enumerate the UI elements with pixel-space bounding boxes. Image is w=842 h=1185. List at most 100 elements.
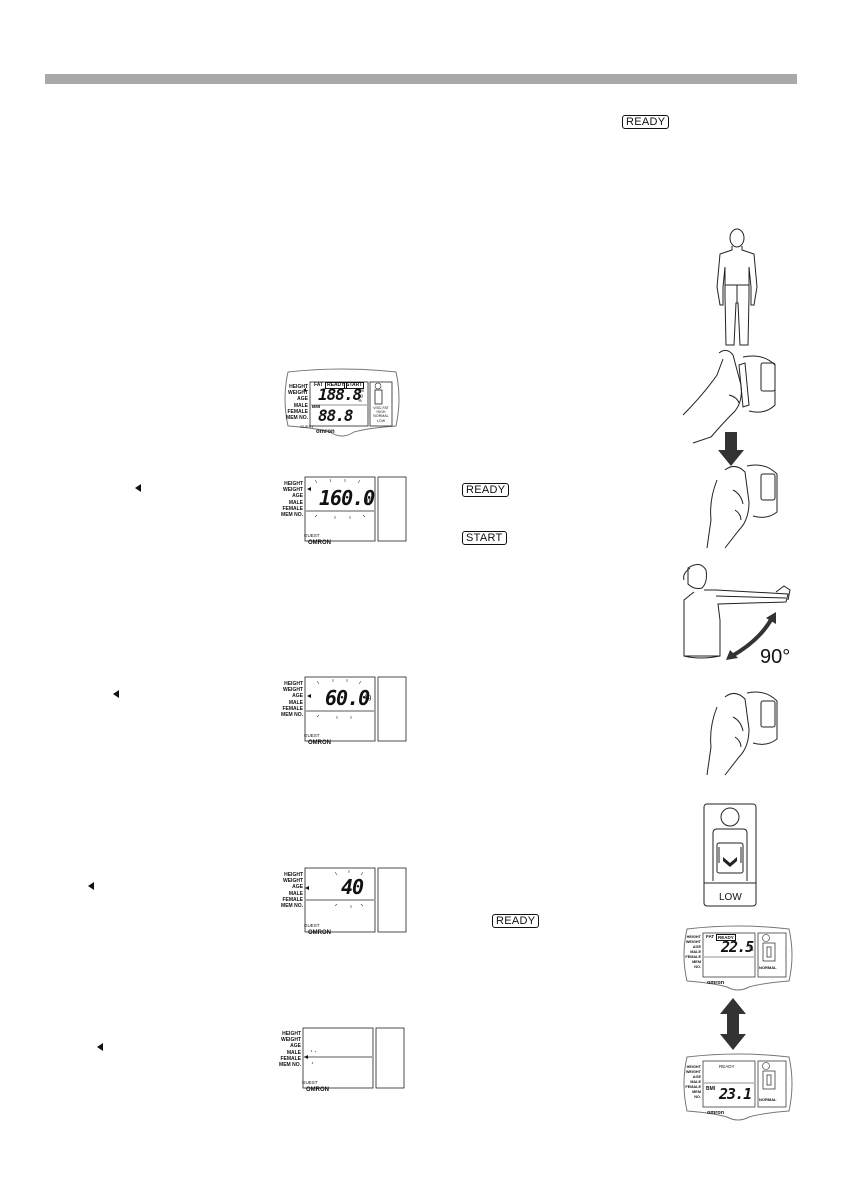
height-unit: cm <box>364 498 372 504</box>
standing-person-illustration <box>712 227 762 347</box>
section-header-bar <box>45 74 797 84</box>
ready-button-label: READY <box>622 115 670 129</box>
side-label: FEMALE <box>282 705 303 712</box>
normal-label: NORMAL <box>759 965 777 970</box>
side-label: WEIGHT <box>288 390 308 397</box>
low-label: LOW <box>719 892 742 903</box>
lcd-overview: HEIGHT WEIGHT AGE MALE FEMALE MEM NO. FA… <box>282 368 402 440</box>
side-label: FEMALE <box>282 505 303 512</box>
fat-tag: FAT <box>706 934 715 939</box>
brand-logo: OMRON <box>308 740 331 746</box>
guest-label: GUEST <box>304 733 320 738</box>
brand-logo: omron <box>707 1110 725 1116</box>
side-label: WEIGHT <box>283 487 303 494</box>
side-label: MALE <box>288 890 303 897</box>
brand-logo: omron <box>707 980 725 986</box>
side-label: HEIGHT <box>284 681 303 687</box>
side-label: FEMALE <box>685 955 701 959</box>
hand-grip-illustration <box>695 687 780 777</box>
pointer-arrow-icon <box>113 690 119 698</box>
side-label: FEMALE <box>287 408 308 415</box>
guest-label: GUEST <box>300 424 314 429</box>
visc-fat-label: VISC.FAT <box>373 406 389 410</box>
side-label: MALE <box>690 950 701 954</box>
lcd-gender: HEIGHT WEIGHT AGE MALE FEMALE MEM NO. GU… <box>279 1026 410 1101</box>
hand-grip-illustration <box>682 345 778 445</box>
unit-kg: kg <box>358 393 363 398</box>
side-label: MALE <box>293 402 308 409</box>
pointer-arrow-icon <box>97 1043 103 1051</box>
lower-digits: 88.8 <box>318 406 354 425</box>
side-label: WEIGHT <box>685 1070 701 1074</box>
side-label: MEM NO. <box>692 1090 701 1099</box>
side-label: AGE <box>292 693 303 700</box>
normal-label: NORMAL <box>759 1097 777 1102</box>
ready-tag: READY <box>719 1064 735 1069</box>
brand-logo: OMRON <box>306 1087 329 1093</box>
weight-value: 60.0 <box>325 686 370 710</box>
arms-extended-illustration: 90° <box>660 560 795 670</box>
side-label: MEM NO. <box>286 415 308 422</box>
lcd-age: HEIGHT WEIGHT AGE MALE FEMALE MEM NO. 40… <box>281 866 410 946</box>
side-label: HEIGHT <box>282 1031 301 1037</box>
side-label: FEMALE <box>282 896 303 903</box>
ready-tag: READY <box>716 934 736 941</box>
side-label: AGE <box>290 1043 301 1050</box>
side-label: MEM NO. <box>281 903 303 910</box>
side-label: HEIGHT <box>284 872 303 878</box>
side-label: MEM NO. <box>692 960 701 969</box>
ready-button-label: READY <box>462 483 510 497</box>
lcd-height: HEIGHT WEIGHT AGE MALE FEMALE MEM NO. 16… <box>281 475 410 555</box>
double-arrow-icon <box>720 998 746 1050</box>
side-label: WEIGHT <box>685 940 701 944</box>
age-value: 40 <box>341 875 364 899</box>
side-label: MALE <box>288 699 303 706</box>
weight-unit: kg <box>365 695 372 701</box>
side-label: AGE <box>297 396 308 403</box>
side-label-weight: WEIGHT <box>283 687 303 694</box>
arrow-down-icon <box>718 432 744 466</box>
ready-tag: READY <box>325 382 347 389</box>
guest-label: GUEST <box>302 1080 318 1085</box>
angle-label: 90° <box>760 646 791 668</box>
result-bmi-display: HEIGHT WEIGHT AGE MALE FEMALE MEM NO. RE… <box>683 1053 793 1123</box>
height-value: 160.0 <box>319 486 375 510</box>
side-label: HEIGHT <box>686 935 701 939</box>
guest-label: GUEST <box>304 533 320 538</box>
pointer-arrow-icon <box>135 484 141 492</box>
side-label: MALE <box>288 499 303 506</box>
bmi-label: BMI <box>706 1086 716 1092</box>
side-label: HEIGHT <box>686 1065 701 1069</box>
side-label: MALE <box>690 1080 701 1084</box>
low-label: LOW <box>376 418 386 423</box>
side-label: AGE <box>292 493 303 500</box>
pointer-arrow-icon <box>88 882 94 890</box>
side-label: WEIGHT <box>281 1037 301 1044</box>
side-label: MEM NO. <box>279 1062 301 1069</box>
side-label: FEMALE <box>280 1055 301 1062</box>
lcd-weight: HEIGHT WEIGHT AGE MALE FEMALE MEM NO. 60… <box>281 675 410 755</box>
result-fat-display: HEIGHT WEIGHT AGE MALE FEMALE MEM NO. FA… <box>683 925 793 993</box>
start-button-label: START <box>462 531 507 545</box>
brand-logo: OMRON <box>308 540 331 546</box>
bmi-value: 23.1 <box>719 1085 752 1103</box>
side-label: MEM NO. <box>281 512 303 519</box>
side-label: WEIGHT <box>283 878 303 885</box>
bmi-label: BMI <box>312 404 321 409</box>
unit-percent: % <box>358 398 363 403</box>
visceral-fat-low-panel: LOW <box>703 803 757 907</box>
side-label-male: MALE <box>286 1049 301 1056</box>
side-label-age: AGE <box>292 884 303 891</box>
fat-tag: FAT <box>314 382 324 388</box>
guest-label: GUEST <box>304 923 320 928</box>
normal-label: NORMAL <box>373 414 389 419</box>
side-label: MEM NO. <box>281 712 303 719</box>
side-label: HEIGHT <box>289 384 308 390</box>
fat-unit: % <box>749 947 754 953</box>
side-label: AGE <box>692 1075 701 1079</box>
side-label: FEMALE <box>685 1085 701 1089</box>
hand-grip-illustration <box>695 460 780 550</box>
upper-digits: 188.8 <box>318 385 362 404</box>
brand-logo: omron <box>316 429 335 435</box>
side-label: AGE <box>692 945 701 949</box>
